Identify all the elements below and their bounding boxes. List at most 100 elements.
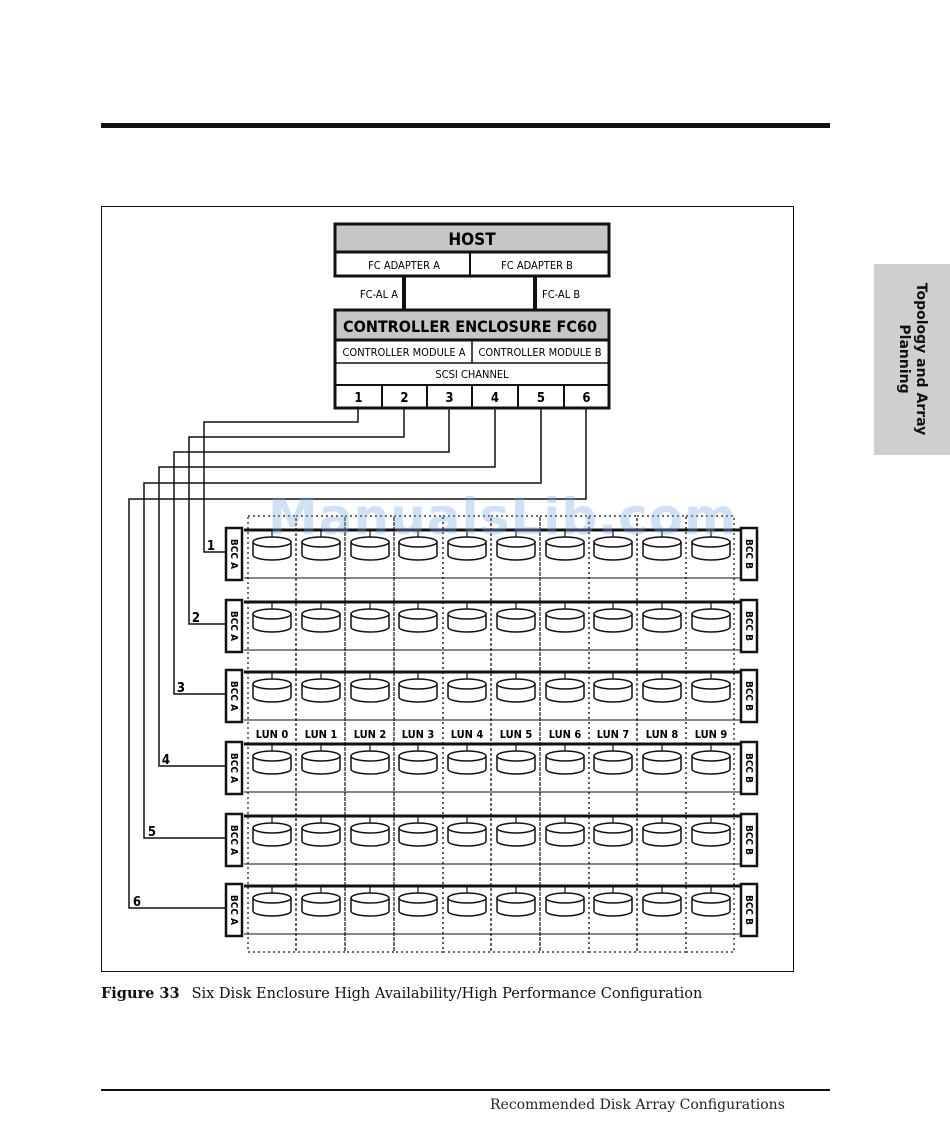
bcc-a-box	[224, 598, 244, 654]
bcc-a-label: BCC A	[228, 753, 239, 783]
disk-icon	[496, 530, 536, 561]
disk-icon	[350, 744, 390, 775]
scsi-cable-3	[173, 408, 450, 695]
disk-icon	[593, 816, 633, 847]
disk-icon	[691, 886, 731, 917]
enclosure-number: 6	[133, 895, 141, 910]
disk-icon	[545, 602, 585, 633]
host-adapter-row	[333, 250, 611, 278]
bcc-b-label: BCC B	[743, 681, 754, 711]
lun-label: LUN 4	[451, 728, 484, 741]
bcc-a-label: BCC A	[228, 895, 239, 925]
disk-icon	[447, 530, 487, 561]
controller-module-a: CONTROLLER MODULE A	[343, 346, 466, 359]
disk-icon	[350, 886, 390, 917]
lun-label: LUN 1	[305, 728, 338, 741]
bcc-b-label: BCC B	[743, 895, 754, 925]
bcc-a-label: BCC A	[228, 825, 239, 855]
bcc-b-label: BCC B	[743, 539, 754, 569]
disk-icon	[593, 744, 633, 775]
disk-icon	[545, 672, 585, 703]
bcc-b-box	[739, 740, 759, 796]
disk-icon	[691, 744, 731, 775]
lun-label: LUN 7	[597, 728, 630, 741]
disk-icon	[398, 744, 438, 775]
disk-icon	[593, 602, 633, 633]
enclosure-number: 4	[162, 753, 170, 768]
disk-icon	[350, 602, 390, 633]
disk-icon	[252, 744, 292, 775]
disk-icon	[496, 602, 536, 633]
disk-icon	[545, 886, 585, 917]
disk-icon	[301, 816, 341, 847]
lun-label: LUN 0	[256, 728, 289, 741]
bcc-a-box	[224, 740, 244, 796]
figure-label: Figure 33	[101, 985, 180, 1002]
scsi-cable-5	[143, 408, 542, 839]
disk-icon	[350, 816, 390, 847]
scsi-channel-1: 1	[354, 391, 362, 406]
disk-icon	[593, 530, 633, 561]
disk-icon	[496, 672, 536, 703]
disk-icon	[301, 744, 341, 775]
scsi-channel-4: 4	[491, 391, 499, 406]
scsi-cable-6	[128, 408, 587, 909]
bcc-b-box	[739, 668, 759, 724]
disk-icon	[350, 672, 390, 703]
scsi-channel-5: 5	[537, 391, 545, 406]
bcc-a-box	[224, 882, 244, 938]
bcc-a-box	[224, 668, 244, 724]
header-rule	[101, 123, 830, 128]
scsi-cable-2	[188, 408, 405, 625]
disk-icon	[642, 672, 682, 703]
disk-enclosure-1: BCC A BCC B 1	[207, 526, 759, 582]
disk-icon	[691, 816, 731, 847]
disk-enclosure-6: BCC A BCC B 6	[133, 882, 759, 938]
lun-label: LUN 8	[646, 728, 679, 741]
bcc-a-label: BCC A	[228, 539, 239, 569]
disk-icon	[301, 602, 341, 633]
scsi-channel-label: SCSI CHANNEL	[435, 368, 509, 381]
disk-icon	[252, 530, 292, 561]
scsi-cables	[128, 408, 587, 909]
enclosure-number: 1	[207, 539, 215, 554]
lun-label: LUN 6	[549, 728, 582, 741]
disk-icon	[252, 602, 292, 633]
disk-icon	[691, 672, 731, 703]
disk-icon	[593, 886, 633, 917]
disk-icon	[642, 816, 682, 847]
fc-al-b-label: FC-AL B	[542, 288, 580, 301]
bcc-b-label: BCC B	[743, 825, 754, 855]
figure-frame	[101, 206, 794, 972]
scsi-channel-6: 6	[582, 391, 590, 406]
disk-icon	[496, 886, 536, 917]
bcc-b-box	[739, 882, 759, 938]
bcc-a-label: BCC A	[228, 611, 239, 641]
lun-label: LUN 2	[354, 728, 387, 741]
disk-icon	[447, 672, 487, 703]
disk-icon	[301, 530, 341, 561]
disk-icon	[642, 530, 682, 561]
disk-icon	[447, 886, 487, 917]
disk-icon	[252, 886, 292, 917]
enclosure-number: 5	[148, 825, 156, 840]
disk-icon	[398, 602, 438, 633]
disk-icon	[545, 530, 585, 561]
disk-icon	[691, 602, 731, 633]
disk-icon	[642, 602, 682, 633]
disk-enclosure-5: BCC A BCC B 5	[148, 812, 759, 868]
controller-title: CONTROLLER ENCLOSURE FC60	[343, 317, 597, 336]
disk-icon	[252, 816, 292, 847]
bcc-b-box	[739, 812, 759, 868]
lun-column	[685, 515, 735, 953]
bcc-a-box	[224, 812, 244, 868]
disk-icon	[496, 816, 536, 847]
disk-icon	[252, 672, 292, 703]
